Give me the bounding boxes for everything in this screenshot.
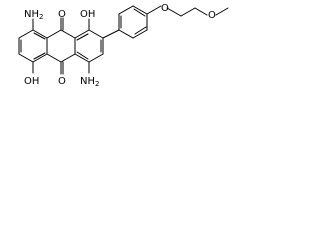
ether-oxygen-1: O: [161, 3, 169, 14]
amino-group-top-left: NH2: [24, 9, 43, 21]
ether-oxygen-2: O: [208, 10, 216, 21]
left-aromatic-ring: [18, 29, 48, 63]
chemical-structure-diagram: NH2 OH OH NH2 O O O O: [18, 3, 229, 88]
hydroxyl-group-top: OH: [80, 9, 95, 20]
hydroxyl-group-bottom-left: OH: [24, 76, 39, 87]
amino-group-bottom: NH2: [80, 76, 99, 88]
middle-quinone-ring: [46, 17, 76, 75]
right-aromatic-ring: [74, 29, 104, 63]
ether-chain: [146, 5, 229, 17]
anthraquinone-substituents: [32, 18, 90, 74]
carbonyl-oxygen-top: O: [58, 9, 66, 20]
carbonyl-oxygen-bottom: O: [58, 76, 66, 87]
phenyl-ring: [102, 5, 148, 39]
